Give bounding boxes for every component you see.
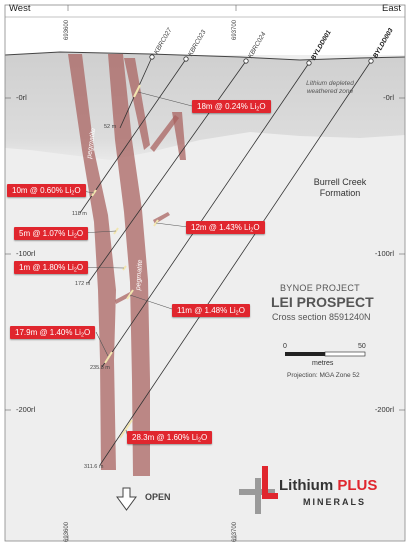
collar-kbrc027 (149, 54, 155, 60)
rl-label-left-100: -100rl (16, 249, 36, 258)
intercept-callout: 28.3m @ 1.60% Li2O (127, 431, 213, 444)
pegmatite-splay-1 (150, 115, 179, 152)
hole-trace-byldd003 (99, 60, 372, 466)
project-name: BYNOE PROJECT (280, 283, 360, 293)
collar-byldd003 (368, 58, 374, 64)
pegmatite-main (108, 54, 150, 476)
formation-label: Burrell Creek Formation (313, 177, 367, 198)
intercept-callout: 1m @ 1.80% Li2O (14, 261, 89, 274)
pegmatite-splay-4 (115, 292, 131, 304)
prospect-name: LEI PROSPECT (271, 294, 374, 310)
section-id: Cross section 8591240N (272, 312, 371, 322)
weathered-zone-label: Lithium depleted weathered zone (306, 80, 354, 95)
hole-trace-byldd001 (101, 62, 310, 368)
pegmatite-west (68, 54, 116, 470)
intercept-callout: 10m @ 0.60% Li2O (7, 184, 86, 197)
collar-kbrc023 (183, 56, 189, 62)
open-arrow-icon (116, 487, 137, 511)
scale-start: 0 (283, 343, 287, 350)
rl-label-right-100: -100rl (374, 249, 394, 258)
topo-surface (4, 51, 406, 61)
hole-trace-kbrc024 (87, 60, 247, 284)
pegmatite-east (124, 58, 150, 150)
hole-trace-kbrc023 (79, 58, 187, 214)
depth-label-52: 52 m (104, 124, 117, 130)
logo-wordmark: Lithium PLUS (279, 477, 378, 494)
rl-label-right-200: -200rl (374, 405, 394, 414)
scale-unit: metres (312, 360, 334, 367)
depth-label-235: 235.8 m (90, 365, 110, 371)
easting-label-bottom-2: 693700 (232, 521, 238, 542)
scale-bar (285, 351, 366, 357)
collar-kbrc024 (243, 58, 249, 64)
intercept-callout: 11m @ 1.48% Li2O (172, 304, 250, 317)
logo-subtitle: MINERALS (303, 497, 366, 507)
east-label: East (381, 3, 401, 14)
intercept-callout: 12m @ 1.43% Li2O (186, 221, 265, 234)
easting-label-top-1: 693600 (64, 19, 70, 40)
collar-byldd001 (306, 60, 312, 66)
rl-label-right-0: -0rl (383, 93, 394, 102)
pegmatite-splay-2 (172, 112, 186, 160)
depth-label-172: 172 m (75, 281, 91, 287)
scale-end: 50 (358, 343, 366, 350)
collars (149, 54, 374, 66)
west-label: West (9, 3, 31, 14)
open-label: OPEN (145, 492, 171, 502)
rl-label-left-200: -200rl (16, 405, 36, 414)
easting-label-top-2: 693700 (232, 19, 238, 40)
intercept-callout: 18m @ 0.24% Li2O (192, 100, 271, 113)
easting-label-bottom-1: 693600 (64, 521, 70, 542)
rl-label-left-0: -0rl (16, 93, 27, 102)
intercept-segments (91, 84, 159, 439)
projection-label: Projection: MGA Zone 52 (287, 372, 360, 379)
intercept-callout: 5m @ 1.07% Li2O (14, 227, 89, 240)
depth-label-118: 118 m (72, 211, 87, 217)
intercept-callout: 17.9m @ 1.40% Li2O (10, 326, 96, 339)
depth-label-311: 311.6 m (84, 464, 104, 470)
lithium-plus-logo-graphic (239, 466, 278, 514)
